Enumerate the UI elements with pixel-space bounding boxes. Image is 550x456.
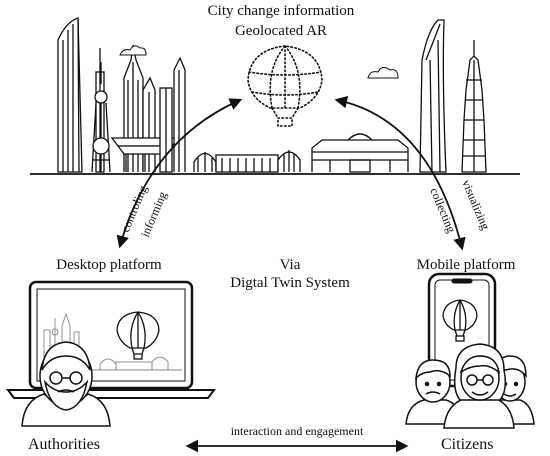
hot-air-balloon-icon: [247, 45, 323, 127]
interaction-label: interaction and engagement: [230, 424, 364, 438]
mobile-platform-label: Mobile platform: [416, 257, 516, 273]
laptop-icon: [6, 280, 216, 399]
people-group-icon: [405, 343, 535, 429]
desktop-platform-label: Desktop platform: [56, 257, 162, 273]
citizens-label: Citizens: [441, 436, 494, 453]
title-line-2: Geolocated AR: [234, 23, 328, 39]
digital-twin-system-label: Digtal Twin System: [230, 275, 350, 291]
left-curved-arrow: [116, 98, 243, 249]
title-line-1: City change information: [207, 3, 355, 19]
city-skyline-icon: [30, 17, 520, 175]
right-curved-arrow: [334, 95, 466, 251]
bearded-man-icon: [21, 341, 111, 427]
right-arrow-label-inner: collecting: [427, 186, 458, 235]
via-label: Via: [279, 257, 301, 273]
right-arrow-label-outer: visualizing: [459, 178, 492, 232]
authorities-label: Authorities: [28, 436, 100, 453]
